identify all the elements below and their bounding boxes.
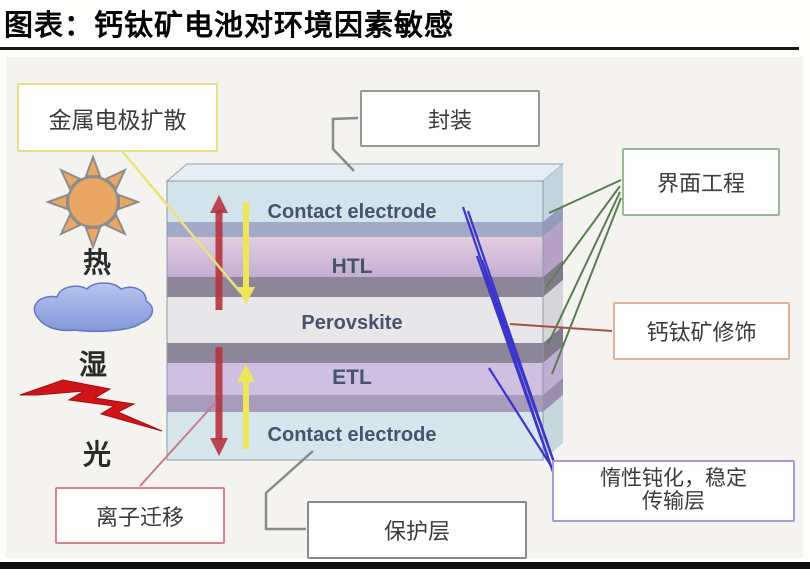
label-htl: HTL bbox=[332, 255, 373, 278]
callout-encapsulation-label: 封装 bbox=[427, 107, 472, 133]
yellow-down-arrow-head bbox=[237, 287, 255, 304]
stack-outline bbox=[166, 180, 544, 461]
layer-band-2 bbox=[167, 277, 543, 297]
sun-icon bbox=[45, 154, 141, 250]
connector-interface-engineering bbox=[545, 179, 622, 375]
stack-top-face bbox=[165, 163, 565, 182]
side-band1 bbox=[543, 205, 563, 237]
callout-protection-layer: 保护层 bbox=[307, 501, 527, 559]
label-contact-electrode-bottom: Contact electrode bbox=[268, 424, 437, 446]
lightning-icon bbox=[19, 379, 163, 432]
callout-perovskite-modification-label: 钙钛矿修饰 bbox=[646, 320, 757, 345]
cloud-icon bbox=[33, 282, 154, 333]
layer-contact-electrode-bottom bbox=[167, 412, 543, 460]
layer-perovskite bbox=[167, 297, 543, 343]
callout-interface-engineering: 界面工程 bbox=[622, 148, 780, 216]
label-etl: ETL bbox=[332, 366, 372, 389]
connector-protection-layer bbox=[264, 450, 314, 531]
environment-factors: 热 湿 光 bbox=[19, 154, 163, 470]
light-label: 光 bbox=[82, 439, 111, 470]
connector-ion-migration bbox=[139, 401, 217, 487]
callout-ion-migration: 离子迁移 bbox=[55, 487, 225, 544]
callout-ion-migration-label: 离子迁移 bbox=[95, 504, 184, 530]
footer-divider bbox=[0, 562, 810, 569]
callout-perovskite-modification: 钙钛矿修饰 bbox=[613, 302, 790, 360]
label-contact-electrode-top: Contact electrode bbox=[268, 201, 437, 223]
connector-encapsulation bbox=[331, 116, 359, 172]
side-band4 bbox=[543, 378, 563, 412]
callout-protection-layer-label: 保护层 bbox=[383, 519, 450, 544]
callout-connectors bbox=[121, 116, 622, 531]
title-divider bbox=[0, 47, 799, 50]
red-down-arrow-head bbox=[210, 438, 228, 456]
migration-arrows bbox=[210, 195, 255, 456]
callout-passivation-line1: 惰性钝化，稳定 bbox=[600, 467, 747, 491]
callout-encapsulation: 封装 bbox=[360, 90, 540, 147]
side-contact-top bbox=[543, 164, 563, 222]
side-htl bbox=[543, 220, 563, 277]
callout-interface-engineering-label: 界面工程 bbox=[656, 171, 745, 196]
side-band3 bbox=[543, 326, 563, 363]
page-title: 图表：钙钛矿电池对环境因素敏感 bbox=[4, 10, 455, 42]
layer-contact-electrode-top bbox=[167, 181, 543, 222]
callout-passivation-line2: 传输层 bbox=[642, 490, 705, 513]
connector-passivation bbox=[461, 206, 561, 481]
perovskite-cell-stack: Contact electrode HTL Perovskite ETL Con… bbox=[165, 163, 565, 461]
layer-band-4 bbox=[167, 395, 543, 412]
connector-metal-diffusion bbox=[121, 150, 242, 294]
layer-band-3 bbox=[167, 343, 543, 363]
yellow-up-arrow-head bbox=[237, 364, 255, 382]
red-up-arrow-head bbox=[210, 195, 228, 213]
layer-etl bbox=[167, 363, 543, 395]
label-perovskite: Perovskite bbox=[301, 312, 402, 334]
layer-band-1 bbox=[167, 222, 543, 237]
callout-metal-electrode-diffusion-label: 金属电极扩散 bbox=[48, 106, 187, 133]
connector-perovskite-modification bbox=[509, 323, 613, 332]
callout-passivation: 惰性钝化，稳定 传输层 bbox=[552, 460, 795, 522]
callout-metal-electrode-diffusion: 金属电极扩散 bbox=[17, 83, 218, 152]
heat-label: 热 bbox=[83, 247, 111, 278]
humidity-label: 湿 bbox=[79, 349, 107, 380]
